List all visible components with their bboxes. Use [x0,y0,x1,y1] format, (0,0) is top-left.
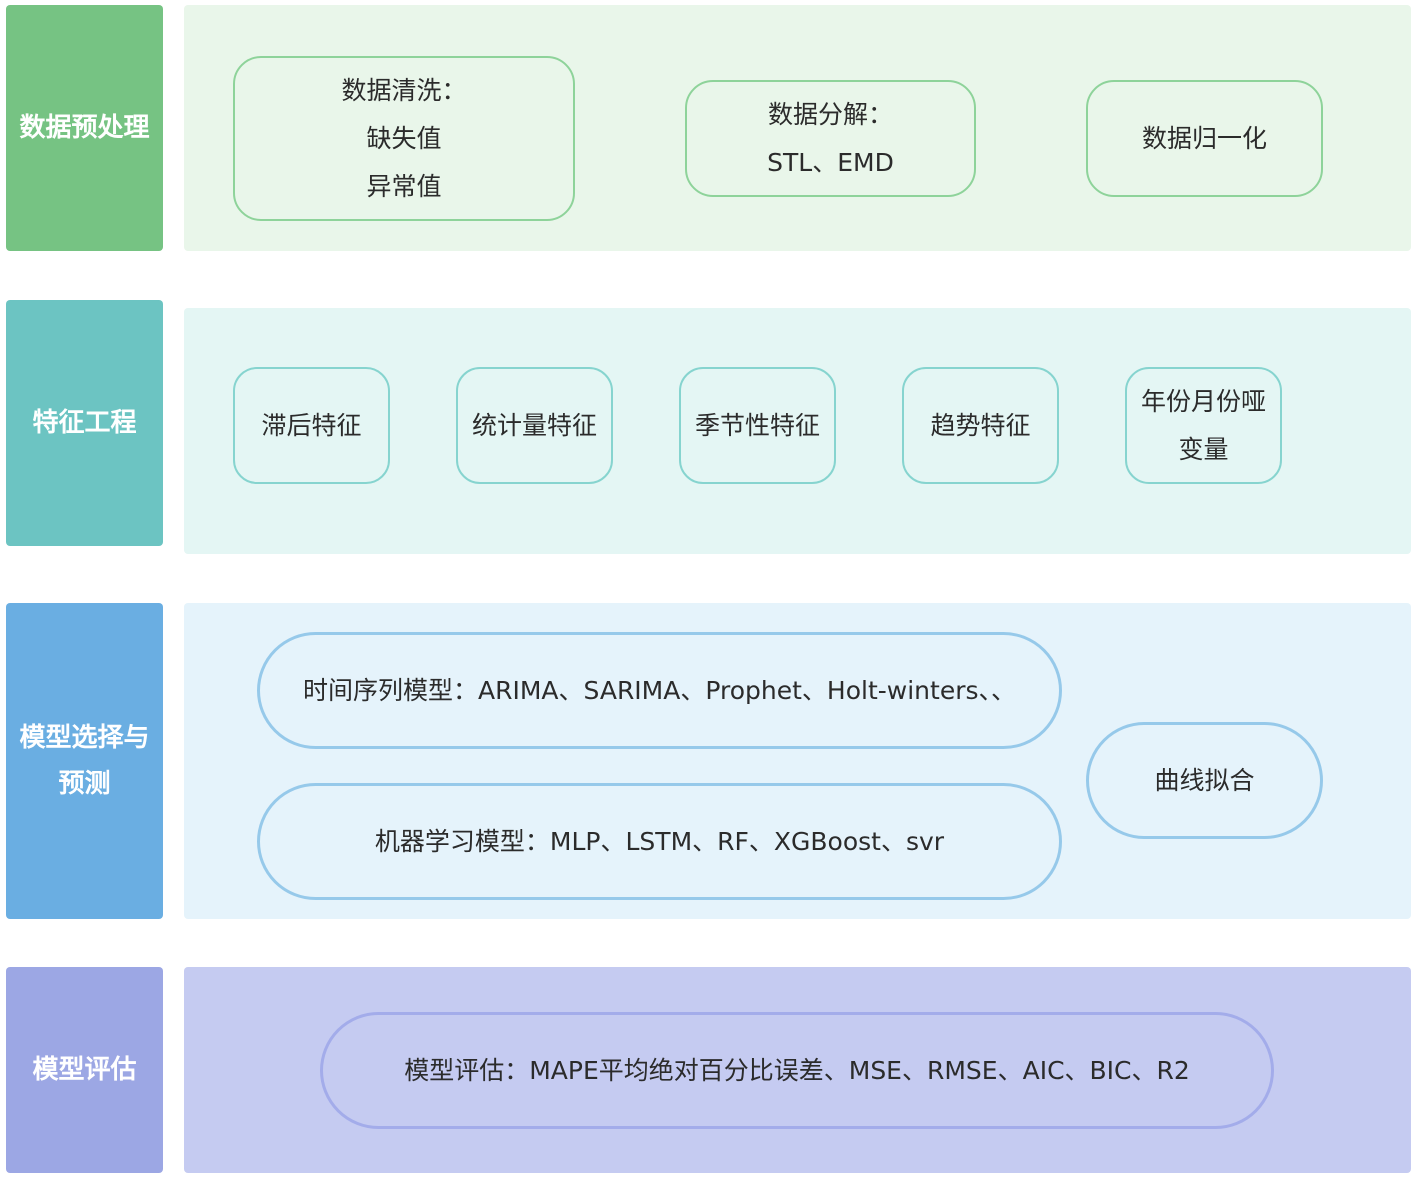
node-seasonal-features: 季节性特征 [679,367,836,484]
node-data-normalization-line-1: 数据归一化 [1141,123,1267,153]
stage-label-model-selection: 模型选择与预测 [6,603,163,919]
node-data-decomposition: 数据分解： STL、EMD [685,80,976,197]
node-curve-fitting-line-1: 曲线拟合 [1154,765,1255,795]
stage-label-preprocessing: 数据预处理 [6,5,163,251]
node-curve-fitting: 曲线拟合 [1086,722,1323,839]
node-data-cleaning-line-2: 缺失值 [366,123,442,153]
node-data-cleaning-line-1: 数据清洗： [341,75,467,105]
node-year-month-dummy: 年份月份哑 变量 [1125,367,1282,484]
node-time-series-models-line-1: 时间序列模型：ARIMA、SARIMA、Prophet、Holt-winters… [302,675,1016,705]
node-data-decomposition-line-1: 数据分解： [767,99,893,129]
stage-label-feature-engineering: 特征工程 [6,300,163,546]
node-lag-features: 滞后特征 [233,367,390,484]
node-data-cleaning: 数据清洗： 缺失值 异常值 [233,56,575,221]
node-evaluation-metrics-line-1: 模型评估：MAPE平均绝对百分比误差、MSE、RMSE、AIC、BIC、R2 [404,1055,1190,1085]
node-year-month-dummy-line-2: 变量 [1178,434,1229,464]
node-machine-learning-models-line-1: 机器学习模型：MLP、LSTM、RF、XGBoost、svr [374,826,945,856]
node-data-normalization: 数据归一化 [1086,80,1323,197]
node-evaluation-metrics: 模型评估：MAPE平均绝对百分比误差、MSE、RMSE、AIC、BIC、R2 [320,1012,1274,1129]
node-year-month-dummy-line-1: 年份月份哑 [1140,386,1266,416]
node-time-series-models: 时间序列模型：ARIMA、SARIMA、Prophet、Holt-winters… [257,632,1062,749]
node-data-cleaning-line-3: 异常值 [366,171,442,201]
node-machine-learning-models: 机器学习模型：MLP、LSTM、RF、XGBoost、svr [257,783,1062,900]
stage-label-model-evaluation: 模型评估 [6,967,163,1173]
node-statistical-features: 统计量特征 [456,367,613,484]
node-statistical-features-line-1: 统计量特征 [471,410,597,440]
node-trend-features: 趋势特征 [902,367,1059,484]
node-data-decomposition-line-2: STL、EMD [767,147,894,177]
node-trend-features-line-1: 趋势特征 [930,410,1031,440]
node-seasonal-features-line-1: 季节性特征 [694,410,820,440]
node-lag-features-line-1: 滞后特征 [261,410,362,440]
